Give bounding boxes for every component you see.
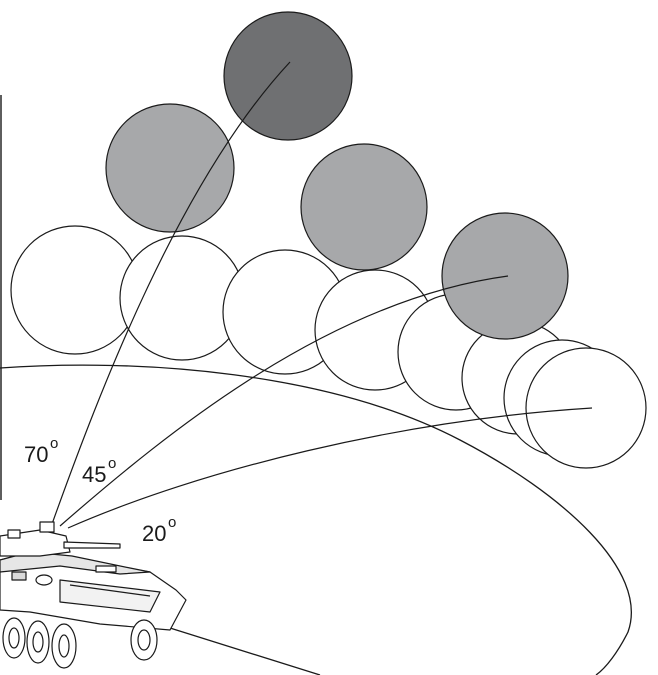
vehicle-hatch: [35, 574, 53, 586]
vehicle-wheels: [2, 617, 158, 669]
vehicle-gun-barrel: [63, 541, 121, 549]
trajectory-70deg: [51, 61, 291, 525]
svg-text:o: o: [50, 435, 58, 452]
vehicle-panel-line: [69, 584, 151, 597]
vehicle-turret-hatch: [39, 521, 55, 533]
burst-circle-mid: [300, 143, 428, 271]
wheel-hub: [137, 629, 151, 651]
angle-label-20: 20 o: [142, 514, 176, 546]
angle-label-45: 45 o: [82, 455, 116, 487]
svg-text:45: 45: [82, 462, 106, 487]
burst-circle: [10, 225, 140, 355]
vehicle-turret-sight: [7, 529, 21, 539]
svg-text:20: 20: [142, 521, 166, 546]
wheel-hub: [32, 631, 44, 653]
svg-text:o: o: [108, 455, 116, 472]
svg-text:o: o: [168, 514, 176, 531]
vehicle-port: [11, 571, 27, 581]
vehicle-window: [95, 565, 117, 573]
burst-circle-70deg-low: [105, 103, 235, 233]
trajectories: [51, 61, 593, 529]
range-ellipse-lower: [169, 627, 321, 675]
wheel-hub: [58, 634, 70, 658]
range-ellipse: [0, 364, 632, 675]
trajectory-45deg: [59, 275, 509, 527]
trajectory-20deg: [67, 407, 593, 529]
wheel-hub: [8, 627, 20, 649]
angle-label-70: 70 o: [24, 435, 58, 467]
burst-circle-70deg-high: [223, 11, 353, 141]
vehicle-side-panel: [59, 579, 161, 613]
armored-vehicle: [0, 521, 187, 669]
svg-text:70: 70: [24, 442, 48, 467]
